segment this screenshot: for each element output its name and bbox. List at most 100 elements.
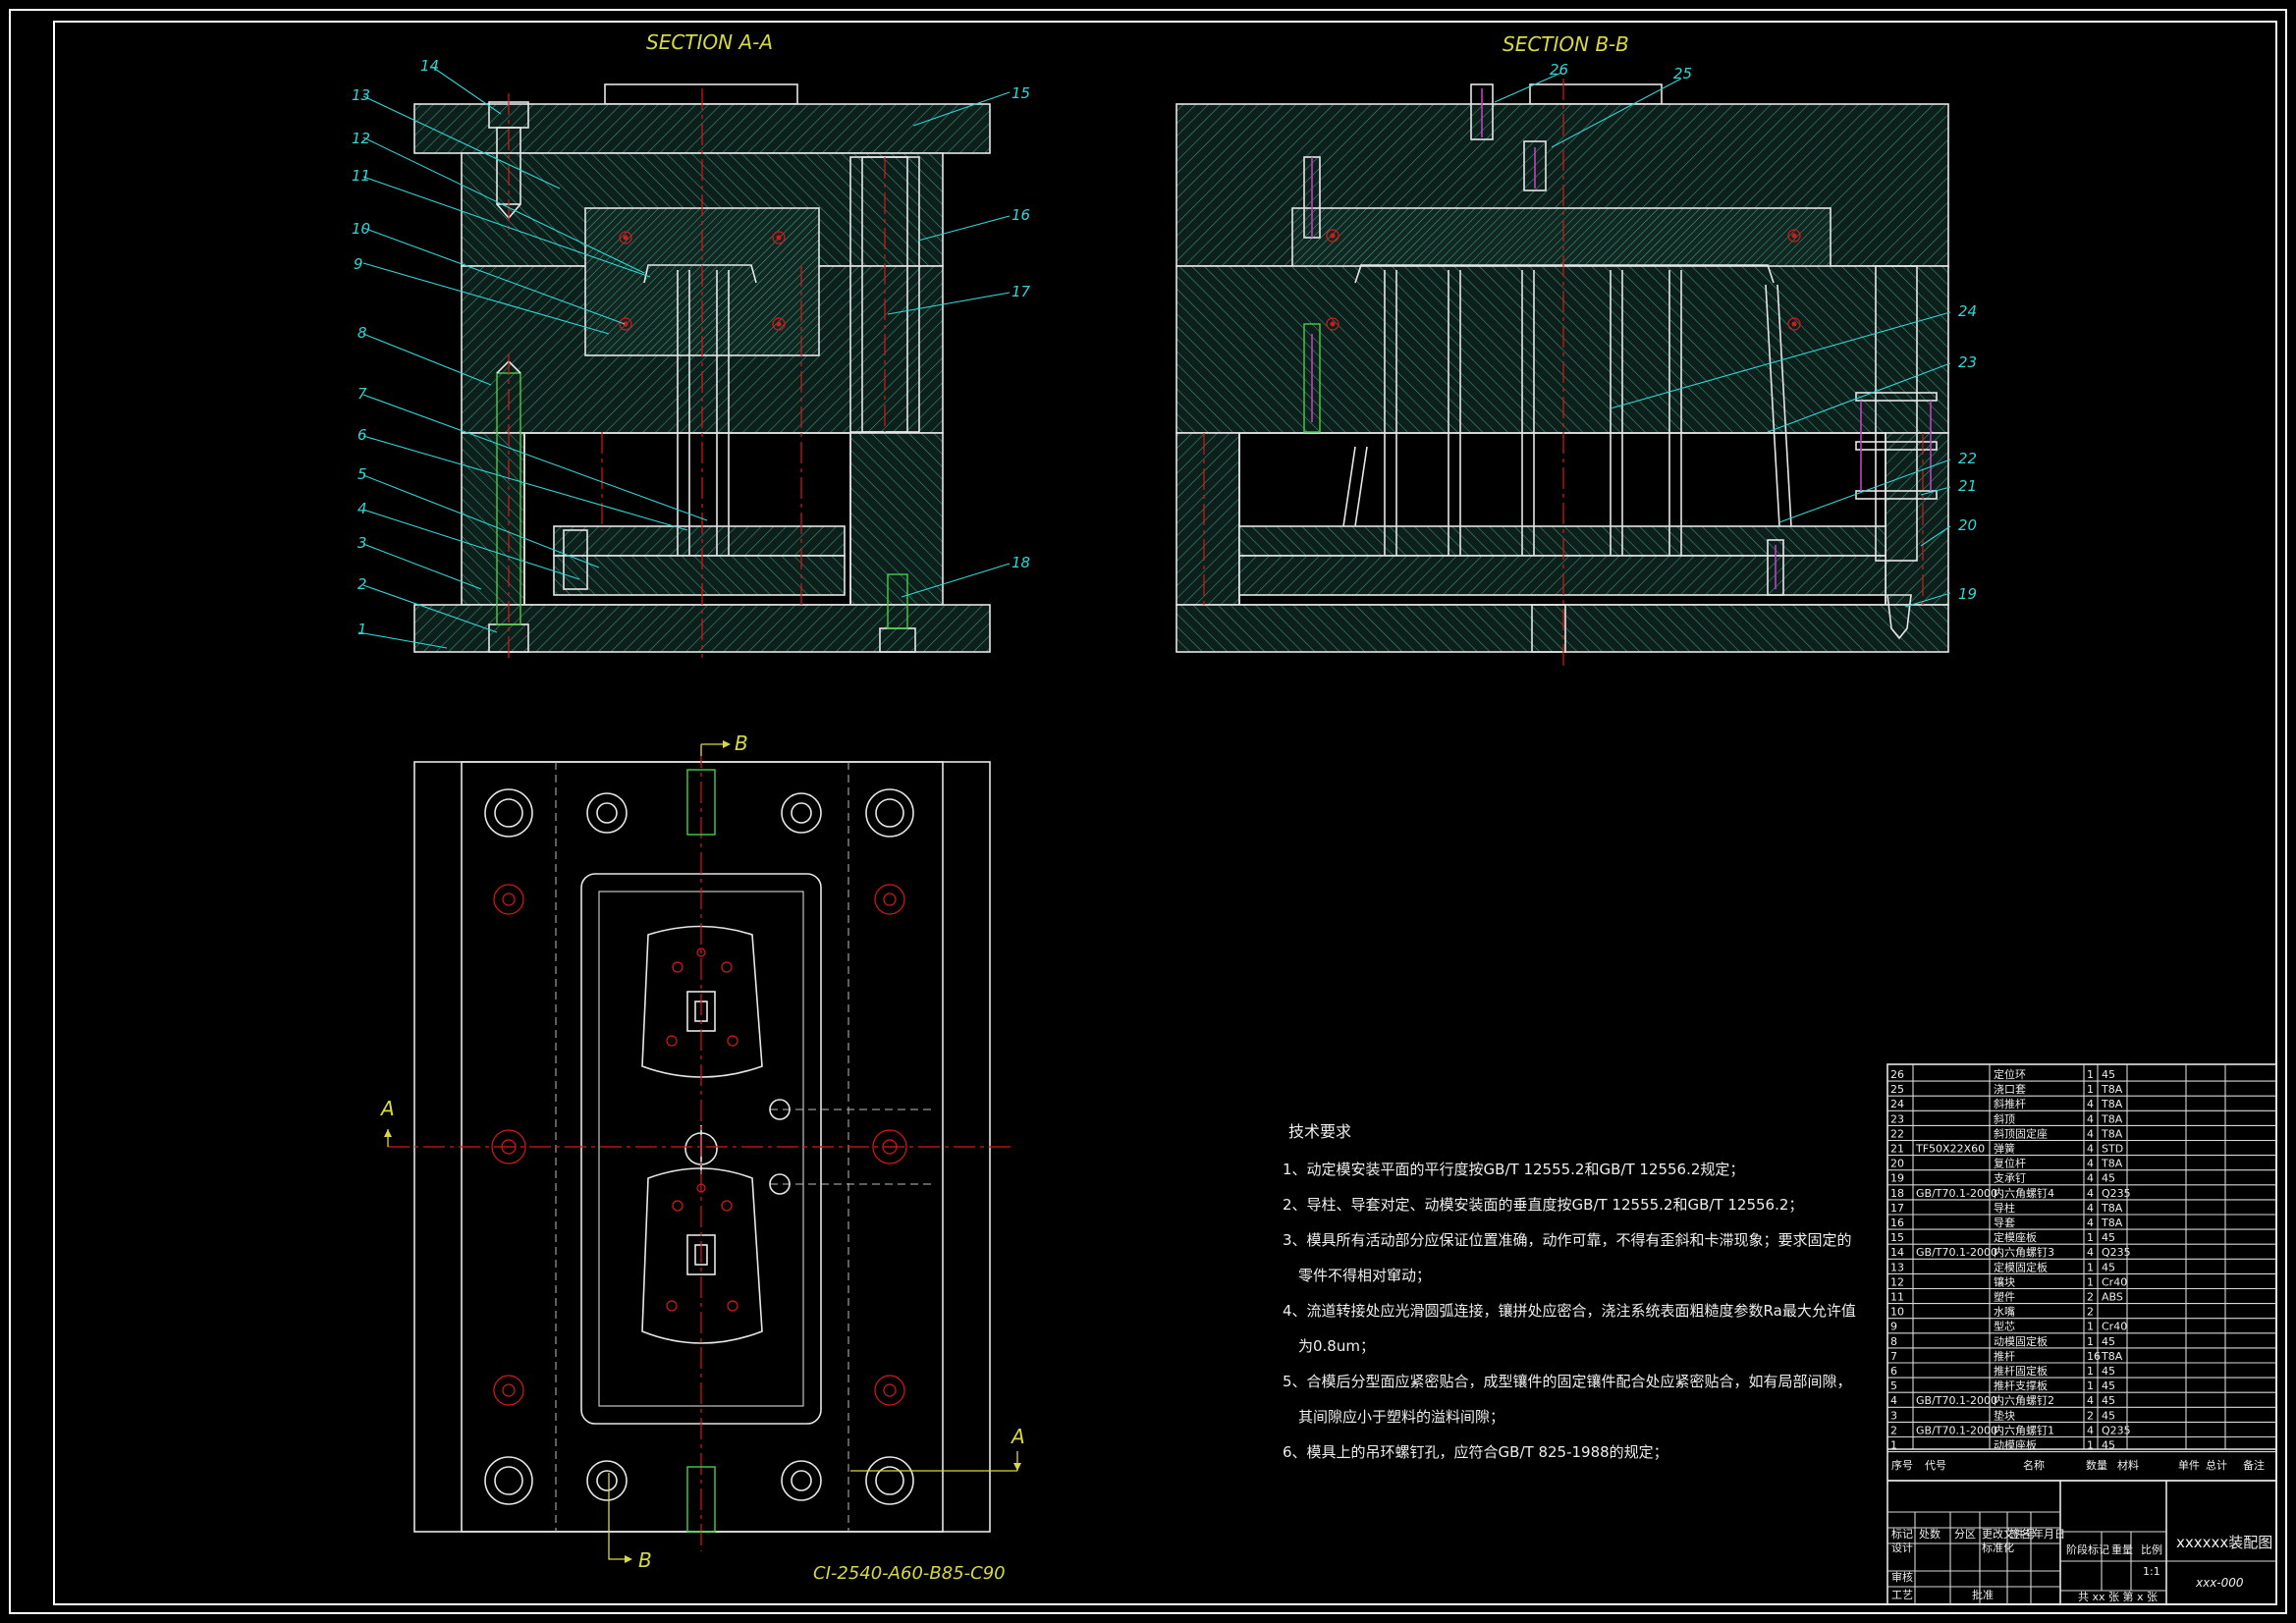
bom-cell: 45 xyxy=(2102,1068,2115,1081)
bom-cell: 8 xyxy=(1890,1335,1897,1348)
bom-cell: 1 xyxy=(2087,1231,2094,1244)
bom-cell: 15 xyxy=(1890,1231,1904,1244)
bom-cell: 复位杆 xyxy=(1994,1157,2026,1170)
bom-cell: 45 xyxy=(2102,1365,2115,1378)
svg-text:6、模具上的吊环螺钉孔，应符合GB/T 825-1988的规: 6、模具上的吊环螺钉孔，应符合GB/T 825-1988的规定； xyxy=(1283,1443,1668,1461)
bom-cell: T8A xyxy=(2101,1158,2123,1170)
bom-cell: 动模座板 xyxy=(1994,1438,2037,1452)
svg-text:其间隙应小于塑料的溢料间隙；: 其间隙应小于塑料的溢料间隙； xyxy=(1298,1408,1504,1426)
bom-cell: 内六角螺钉1 xyxy=(1994,1423,2054,1436)
bom-header-cell: 代号 xyxy=(1925,1459,1946,1472)
bom-cell: 17 xyxy=(1890,1202,1904,1215)
bom-cell: 4 xyxy=(2087,1187,2094,1200)
svg-text:19: 19 xyxy=(1958,585,1977,603)
svg-text:23: 23 xyxy=(1958,353,1977,371)
bom-cell: 19 xyxy=(1890,1172,1904,1185)
mold-base-code: CI-2540-A60-B85-C90 xyxy=(813,1563,1006,1584)
svg-text:2、导柱、导套对定、动模安装面的垂直度按GB/T 12555: 2、导柱、导套对定、动模安装面的垂直度按GB/T 12555.2和GB/T 12… xyxy=(1283,1196,1803,1214)
bom-cell: 2 xyxy=(2087,1306,2094,1319)
svg-text:比例: 比例 xyxy=(2141,1542,2162,1556)
svg-text:14: 14 xyxy=(420,57,439,75)
bom-cell: 斜推杆 xyxy=(1994,1097,2026,1110)
bom-header-cell: 总计 xyxy=(2206,1458,2227,1472)
bom-cell: Q235 xyxy=(2102,1246,2131,1259)
section-a-view: SECTION A-A xyxy=(352,30,1031,658)
bom-cell: 1 xyxy=(2087,1083,2094,1096)
bom-cell: 1 xyxy=(2087,1275,2094,1288)
svg-text:1: 1 xyxy=(357,621,367,638)
bom-cell: 导套 xyxy=(1994,1217,2015,1229)
bom-cell: 3 xyxy=(1890,1409,1897,1422)
svg-text:为0.8um；: 为0.8um； xyxy=(1298,1337,1375,1355)
svg-text:15: 15 xyxy=(1011,84,1030,102)
bom-cell: 16 xyxy=(2087,1350,2101,1363)
bom-cell: T8A xyxy=(2101,1350,2123,1363)
bom-cell: 6 xyxy=(1890,1365,1897,1378)
bom-cell: 型芯 xyxy=(1994,1320,2015,1333)
svg-text:分区: 分区 xyxy=(1954,1528,1976,1541)
bom-cell: 7 xyxy=(1890,1350,1897,1363)
bom-cell: 4 xyxy=(2087,1172,2094,1185)
bom-cell: 推杆 xyxy=(1994,1349,2015,1363)
bom-cell: 斜顶固定座 xyxy=(1994,1126,2048,1140)
svg-text:1、动定模安装平面的平行度按GB/T 12555.2和GB/: 1、动定模安装平面的平行度按GB/T 12555.2和GB/T 12556.2规… xyxy=(1283,1161,1744,1178)
bom-cell: 1 xyxy=(1890,1439,1897,1452)
bom-cell: 4 xyxy=(1890,1394,1897,1407)
bom-cell: 1 xyxy=(2087,1380,2094,1392)
bom-cell: 推杆支撑板 xyxy=(1994,1379,2048,1392)
bom-cell: T8A xyxy=(2101,1217,2123,1229)
svg-text:22: 22 xyxy=(1958,450,1977,467)
section-b-view: SECTION B-B xyxy=(1175,32,1977,668)
bom-cell: 4 xyxy=(2087,1424,2094,1436)
technical-requirements: 技术要求 1、动定模安装平面的平行度按GB/T 12555.2和GB/T 125… xyxy=(1283,1122,1856,1461)
bom-cell: 支承钉 xyxy=(1994,1172,2026,1185)
svg-text:20: 20 xyxy=(1958,516,1977,534)
bom-cell: 弹簧 xyxy=(1994,1142,2015,1156)
bom-cell: 4 xyxy=(2087,1394,2094,1407)
bom-cell: 导柱 xyxy=(1994,1201,2015,1215)
bom-cell: 垫块 xyxy=(1994,1408,2015,1422)
bom-cell: 21 xyxy=(1890,1143,1904,1156)
bom-cell: 定模固定板 xyxy=(1994,1260,2048,1273)
svg-text:4、流道转接处应光滑圆弧连接，镶拼处应密合，浇注系统表面粗糙: 4、流道转接处应光滑圆弧连接，镶拼处应密合，浇注系统表面粗糙度参数Ra最大允许值 xyxy=(1283,1302,1856,1320)
bom-cell: 推杆固定板 xyxy=(1994,1364,2048,1378)
bom-cell: 9 xyxy=(1890,1321,1897,1333)
svg-text:签名: 签名 xyxy=(2009,1527,2031,1541)
bom-cell: 内六角螺钉2 xyxy=(1994,1393,2054,1407)
svg-text:21: 21 xyxy=(1958,477,1977,495)
svg-text:9: 9 xyxy=(354,255,363,273)
svg-text:3: 3 xyxy=(357,534,367,552)
bom-cell: 镶块 xyxy=(1994,1274,2015,1288)
bom-cell: T8A xyxy=(2101,1083,2123,1096)
bom-cell: T8A xyxy=(2101,1202,2123,1215)
svg-text:5: 5 xyxy=(357,465,367,483)
svg-text:4: 4 xyxy=(357,500,367,517)
scale-value: 1:1 xyxy=(2143,1565,2160,1578)
svg-text:更改文件号: 更改文件号 xyxy=(1982,1527,2036,1541)
bom-cell: 内六角螺钉4 xyxy=(1994,1186,2054,1200)
inner-frame xyxy=(53,21,2277,1605)
bom-cell: 26 xyxy=(1890,1068,1904,1081)
outer-frame xyxy=(9,9,2287,1614)
bom-cell: 定位环 xyxy=(1994,1067,2026,1081)
bom-cell: 斜顶 xyxy=(1994,1112,2015,1125)
bom-cell: Q235 xyxy=(2102,1187,2131,1200)
bom-cell: T8A xyxy=(2101,1098,2123,1110)
bom-cell: 内六角螺钉3 xyxy=(1994,1245,2054,1259)
svg-text:零件不得相对窜动；: 零件不得相对窜动； xyxy=(1298,1267,1431,1284)
svg-text:26: 26 xyxy=(1550,61,1568,79)
bom-cell: 24 xyxy=(1890,1098,1904,1110)
svg-text:标记: 标记 xyxy=(1891,1527,1913,1541)
callout-labels-a: 1 2 3 4 5 6 7 8 9 10 11 12 13 14 15 16 1… xyxy=(352,57,1031,638)
bom-cell: 1 xyxy=(2087,1261,2094,1273)
bom-cell: STD xyxy=(2102,1143,2123,1156)
svg-text:阶段标记: 阶段标记 xyxy=(2066,1542,2109,1556)
bom-cell: 14 xyxy=(1890,1246,1904,1259)
svg-text:审核: 审核 xyxy=(1891,1570,1913,1584)
bom-header-cell: 材料 xyxy=(2117,1458,2139,1472)
bom-cell: Cr40 xyxy=(2102,1321,2127,1333)
bom-cell: 45 xyxy=(2102,1380,2115,1392)
bom-cell: 20 xyxy=(1890,1158,1904,1170)
bom-cell: 13 xyxy=(1890,1261,1904,1273)
sheet-count: 共 xx 张 第 x 张 xyxy=(2078,1590,2158,1603)
